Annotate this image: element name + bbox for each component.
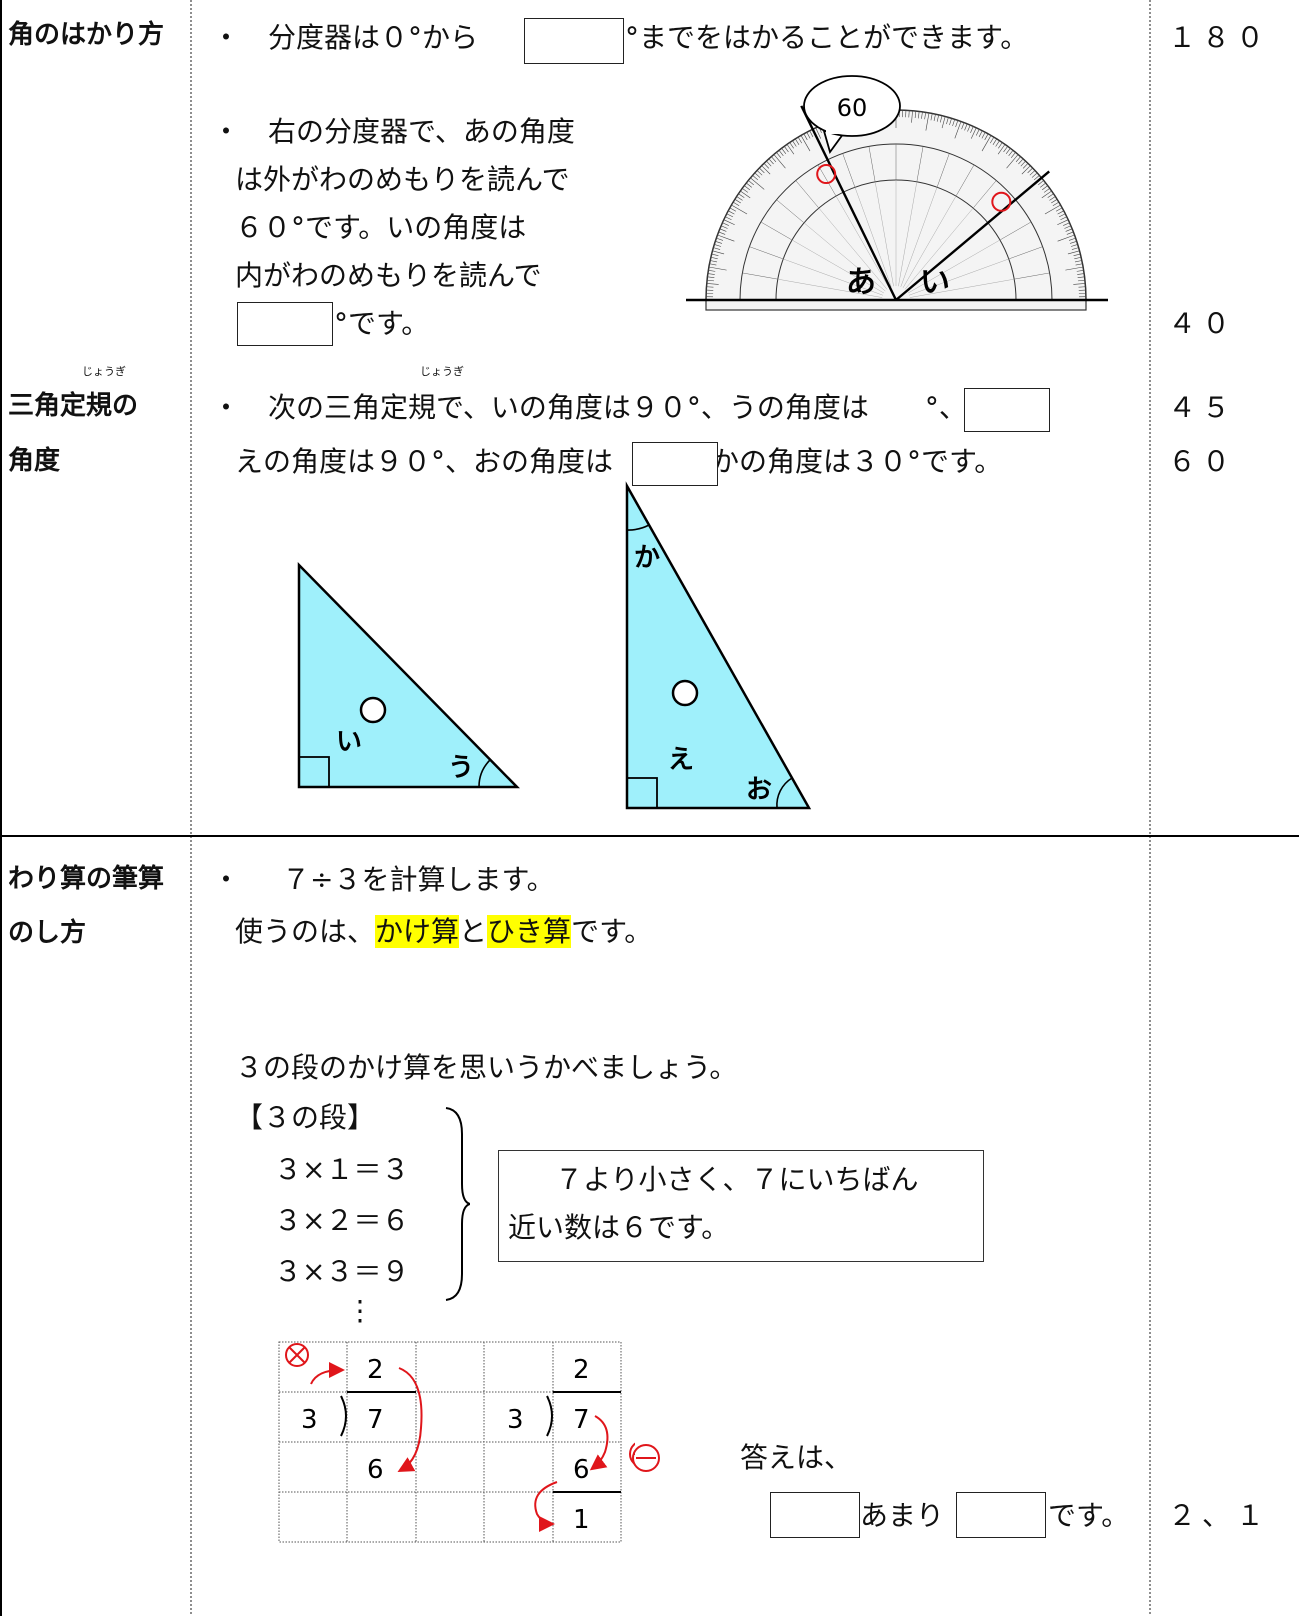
note-line-2: 近い数は６です。 [508,1211,730,1244]
product-2: 6 [573,1455,590,1485]
answer-blank-60[interactable] [632,442,718,486]
quotient-2: 2 [573,1355,590,1385]
topic-triangle-1: 三角定規の [8,391,139,421]
ruby-jougi: じょうぎ [82,365,126,378]
protractor-text-2: は外がわのめもりを読んで [235,163,570,196]
dividend-2: 7 [573,1405,590,1435]
topic-angle-measure: 角のはかり方 [8,20,165,50]
highlight-subtraction: ひき算 [487,915,572,948]
answer-prefix: 答えは、 [740,1441,853,1474]
protractor-figure: 60 あ い [686,75,1108,311]
multiply-mark-icon [285,1343,309,1367]
dan-row-1: ３×１＝３ [274,1153,410,1186]
topic-division-1: わり算の筆算 [8,864,165,894]
answer-60: ６０ [1168,445,1237,478]
divisor-2: 3 [507,1405,524,1435]
q1-text-pre: 分度器は０°から [268,21,479,54]
triangle-45: い う [297,561,520,789]
dan-row-2: ３×２＝６ [274,1204,410,1237]
answer-40: ４０ [1168,307,1237,340]
triangle-text-2: えの角度は９０°、おの角度は °、かの角度は３０°です。 [235,445,1003,478]
answer-180: １８０ [1168,21,1271,54]
long-division-grid: 2 3 7 6 2 3 7 6 1 [278,1341,635,1543]
dividend-1: 7 [367,1405,384,1435]
protractor-text-4: 内がわのめもりを読んで [235,259,542,292]
answer-2-1: ２、１ [1168,1499,1271,1532]
label-o: お [746,775,772,805]
ruby-jougi: じょうぎ [420,365,464,378]
protractor-text-5: °です。 [334,307,430,340]
triangle-text-1: 次の三角定規で、いの角度は９０°、うの角度は °、 [268,391,967,424]
division-text-1: ７÷３を計算します。 [282,863,555,896]
callout-value: 60 [837,94,868,122]
answer-blank-remainder[interactable] [956,1492,1046,1538]
answer-45: ４５ [1168,391,1237,424]
q1-text-post: °までをはかることができます。 [625,21,1029,54]
triangle-rulers: い う か え お [297,481,812,810]
protractor-text-1: 右の分度器で、あの角度 [268,115,575,148]
division-text-2: 使うのは、かけ算とひき算です。 [235,915,653,948]
answer-blank-45[interactable] [964,388,1050,432]
amari-text: あまり [860,1499,945,1532]
callout-bubble: 60 [803,75,901,155]
dan-ellipsis: ⋮ [346,1294,374,1327]
bullet: ・ [212,391,241,424]
dan-row-3: ３×３＝９ [274,1255,410,1288]
answer-blank-quotient[interactable] [770,1492,860,1538]
topic-triangle-2: 角度 [8,446,61,476]
bullet: ・ [212,863,241,896]
highlight-multiplication: かけ算 [375,915,460,948]
product-1: 6 [367,1455,384,1485]
label-ka: か [634,543,660,573]
answer-blank-40[interactable] [237,302,333,346]
note-line-1: ７より小さく、７にいちばん [555,1163,919,1196]
divisor-1: 3 [301,1405,318,1435]
angle-label-a: あ [846,265,876,300]
curly-brace [445,1107,470,1301]
angle-label-i: い [920,265,950,300]
protractor-text-3: ６０°です。いの角度は [235,211,527,244]
minus-mark-icon [629,1442,635,1466]
desu-text: です。 [1048,1499,1130,1532]
label-i: い [336,727,362,757]
minus-circle-icon [632,1444,660,1472]
label-e: え [668,745,694,775]
bullet: ・ [212,21,241,54]
triangle-30-60: か え お [625,481,812,810]
quotient-1: 2 [367,1355,384,1385]
division-text-3: ３の段のかけ算を思いうかべましょう。 [235,1051,738,1084]
label-u: う [448,753,474,783]
topic-division-2: のし方 [8,918,87,948]
answer-blank-180[interactable] [524,18,624,64]
note-box [498,1150,984,1262]
bullet: ・ [212,115,241,148]
remainder: 1 [573,1505,590,1535]
dan-title: 【３の段】 [235,1101,376,1134]
